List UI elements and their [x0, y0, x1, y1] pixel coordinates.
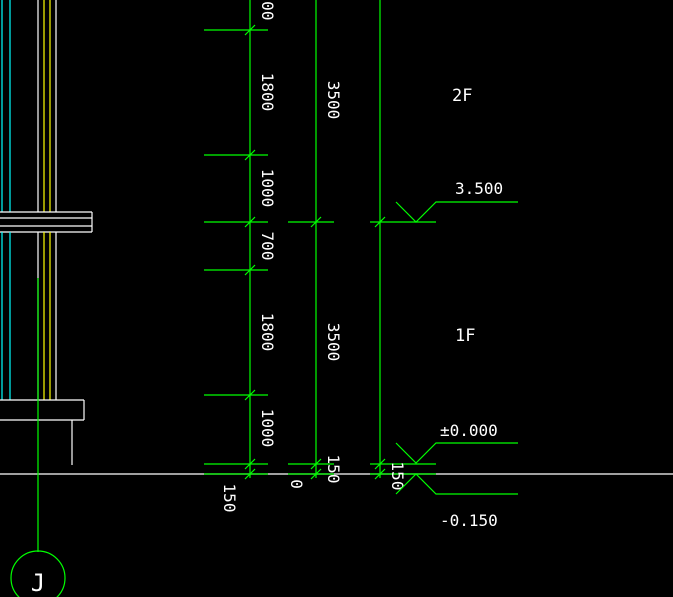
grid-axis-bubble[interactable]: [10, 550, 66, 597]
building-elevation: [0, 0, 93, 465]
elevation-upper-label: 3.500: [455, 179, 503, 198]
dim-upper-window: 1800: [258, 73, 277, 112]
dim-lower-storey: 3500: [324, 323, 343, 362]
grid-axis-label: J: [31, 569, 45, 597]
dim-lower-sill: 1000: [258, 409, 277, 448]
dimension-column-1: [204, 0, 268, 480]
dim-offset: 0: [287, 479, 306, 489]
floor-label-2f: 2F: [452, 86, 472, 106]
dim-footing: 150: [220, 484, 239, 513]
dimension-column-2: [288, 0, 334, 480]
floor-label-1f: 1F: [455, 326, 475, 346]
elevation-marker-upper[interactable]: [395, 201, 518, 223]
dim-base-3: 150: [388, 462, 407, 491]
dimension-column-3: [370, 0, 436, 480]
elevation-base-label: -0.150: [440, 511, 498, 530]
dim-upper-sill: 1000: [258, 169, 277, 208]
elevation-marker-ground[interactable]: [395, 442, 518, 464]
elevation-marker-base[interactable]: [395, 473, 518, 495]
dim-lower-window: 1800: [258, 313, 277, 352]
dim-base-2: 150: [324, 455, 343, 484]
dim-beam: 700: [258, 232, 277, 261]
dim-top-cut: 900: [258, 0, 277, 20]
dim-upper-storey: 3500: [324, 81, 343, 120]
elevation-ground-label: ±0.000: [440, 421, 498, 440]
